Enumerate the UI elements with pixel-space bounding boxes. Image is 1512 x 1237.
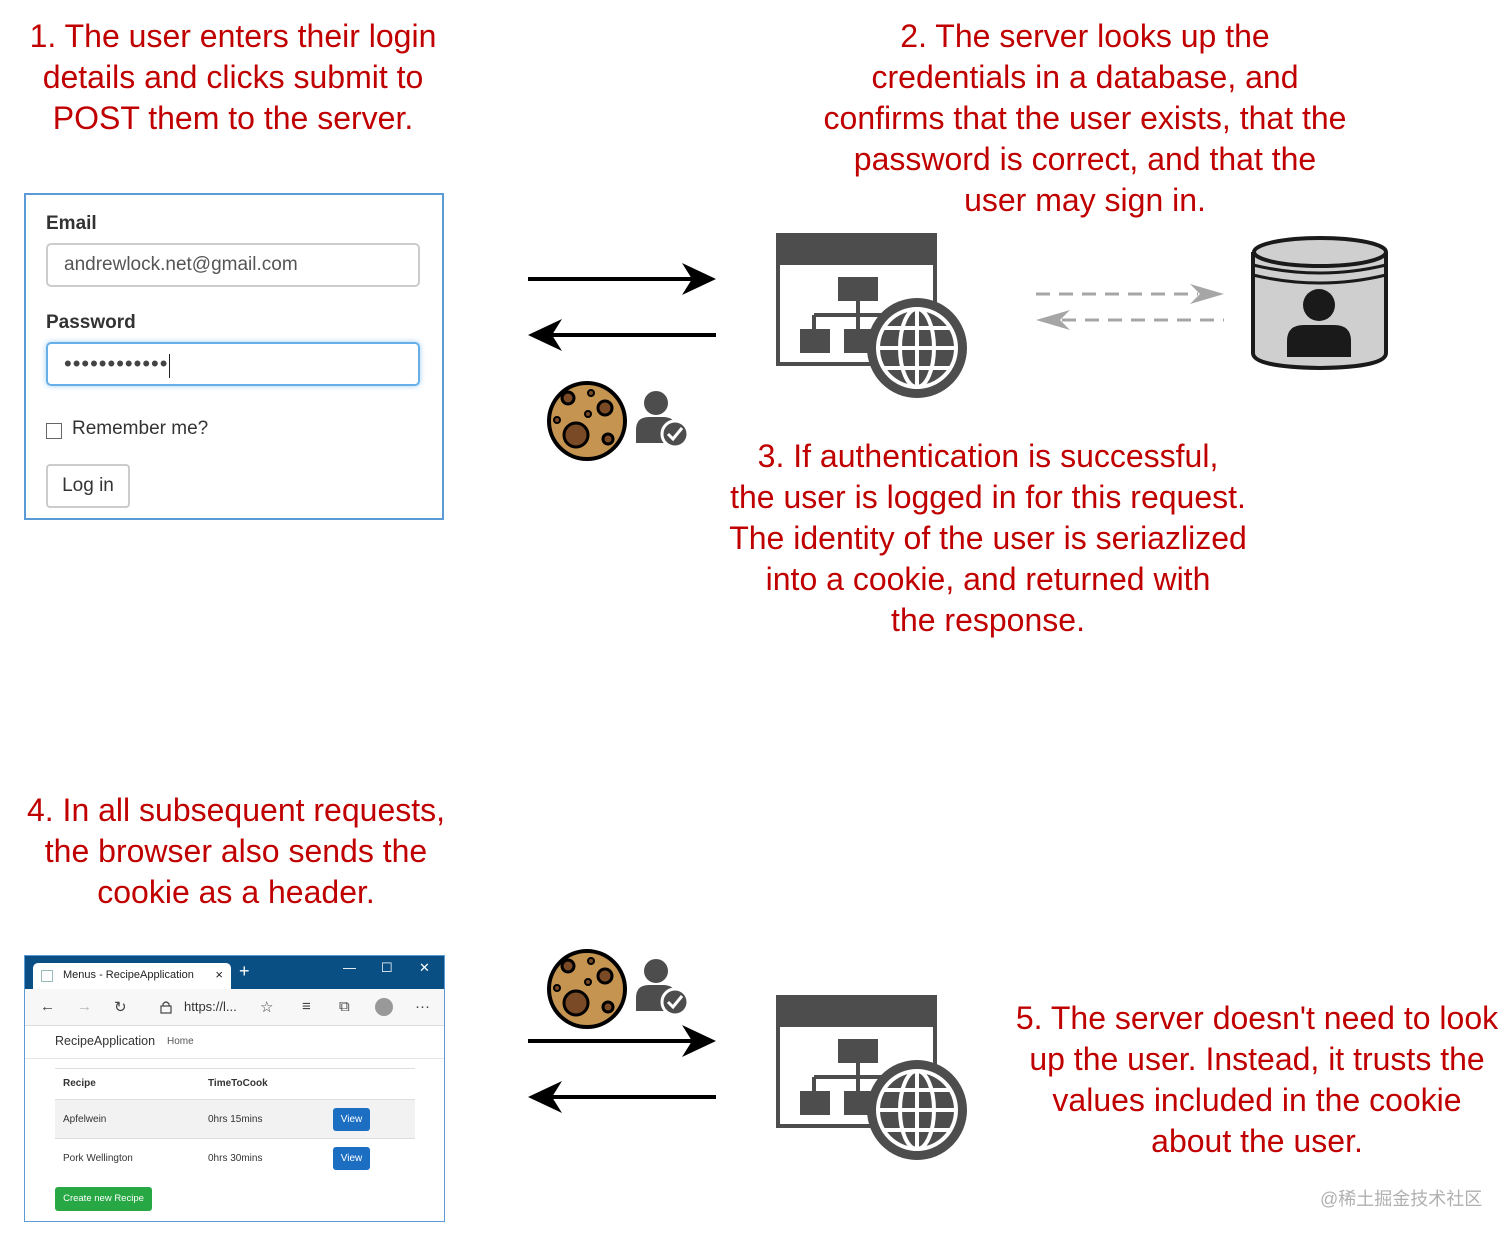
minimize-icon[interactable]: — xyxy=(343,960,356,975)
arrow-left-icon xyxy=(528,319,716,351)
database-lookup-arrows xyxy=(1036,284,1224,330)
tab-close-icon[interactable]: × xyxy=(215,967,223,982)
create-new-recipe-button[interactable]: Create new Recipe xyxy=(55,1187,152,1211)
refresh-icon[interactable]: ↻ xyxy=(114,999,127,1016)
url-text: https://l... xyxy=(184,999,237,1014)
header-time-to-cook: TimeToCook xyxy=(208,1078,268,1089)
forward-icon[interactable]: → xyxy=(77,998,92,1015)
profile-avatar-icon[interactable] xyxy=(375,998,393,1016)
login-form-panel: Email andrewlock.net@gmail.com Password … xyxy=(24,193,444,520)
cookie-icon xyxy=(547,949,627,1029)
table-header-row: Recipe TimeToCook xyxy=(55,1068,415,1101)
recipe-name: Pork Wellington xyxy=(63,1153,133,1164)
email-field[interactable]: andrewlock.net@gmail.com xyxy=(46,243,420,287)
lock-icon xyxy=(160,1001,172,1014)
arrow-left-icon xyxy=(528,1081,716,1113)
app-navbar: RecipeApplication Home xyxy=(25,1026,444,1059)
view-button[interactable]: View xyxy=(333,1108,370,1131)
back-icon[interactable]: ← xyxy=(40,998,55,1015)
database-user-icon xyxy=(1251,236,1388,371)
more-menu-icon[interactable]: ··· xyxy=(415,998,430,1015)
view-button[interactable]: View xyxy=(333,1147,370,1170)
watermark-text: @稀土掘金技术社区 xyxy=(1320,1189,1483,1209)
recipe-time: 0hrs 30mins xyxy=(208,1153,263,1164)
password-value: •••••••••••• xyxy=(64,351,169,376)
dashed-arrow-left-icon xyxy=(1036,310,1224,330)
user-check-icon xyxy=(636,391,690,449)
dashed-arrow-right-icon xyxy=(1036,284,1224,304)
request-response-arrows-bottom xyxy=(528,1025,716,1113)
recipe-time: 0hrs 15mins xyxy=(208,1114,263,1125)
table-row: Pork Wellington 0hrs 30mins View xyxy=(55,1139,415,1177)
remember-me-label: Remember me? xyxy=(72,418,209,439)
cookie-icon xyxy=(547,381,627,461)
collections-icon[interactable]: ⧉ xyxy=(339,998,350,1015)
step-3-text: 3. If authentication is successful, the … xyxy=(729,438,1247,638)
nav-home-link[interactable]: Home xyxy=(167,1036,194,1047)
browser-window: Menus - RecipeApplication × + — ☐ ✕ ← → … xyxy=(24,955,445,1222)
globe-icon xyxy=(867,298,967,398)
server-icon xyxy=(776,233,967,398)
request-response-arrows-top xyxy=(528,263,716,351)
browser-titlebar: Menus - RecipeApplication × + — ☐ ✕ xyxy=(25,956,444,989)
address-bar[interactable]: https://l... xyxy=(158,995,290,1019)
favorites-list-icon[interactable]: ≡ xyxy=(302,998,311,1015)
server-icon xyxy=(776,995,967,1160)
maximize-icon[interactable]: ☐ xyxy=(381,960,393,975)
step-5-text: 5. The server doesn't need to look up th… xyxy=(1015,1000,1499,1159)
table-row: Apfelwein 0hrs 15mins View xyxy=(55,1100,415,1139)
step-1-text: 1. The user enters their login details a… xyxy=(29,18,437,136)
new-tab-icon[interactable]: + xyxy=(239,961,250,981)
app-brand[interactable]: RecipeApplication xyxy=(55,1034,156,1048)
password-label: Password xyxy=(46,312,136,333)
log-in-button[interactable]: Log in xyxy=(46,464,130,508)
browser-tab[interactable]: Menus - RecipeApplication × xyxy=(33,963,231,989)
arrow-right-icon xyxy=(528,263,716,295)
step-2-text: 2. The server looks up the credentials i… xyxy=(823,18,1347,218)
tab-title: Menus - RecipeApplication xyxy=(63,969,194,981)
browser-toolbar: ← → ↻ https://l... ☆ ≡ ⧉ ··· xyxy=(25,989,444,1026)
globe-icon xyxy=(867,1060,967,1160)
page-icon xyxy=(41,970,53,982)
close-window-icon[interactable]: ✕ xyxy=(419,960,430,975)
remember-me-checkbox[interactable] xyxy=(46,423,62,439)
recipe-name: Apfelwein xyxy=(63,1114,107,1125)
arrow-right-icon xyxy=(528,1025,716,1057)
user-check-icon xyxy=(636,959,690,1017)
password-field[interactable]: •••••••••••• xyxy=(46,342,420,386)
favorite-star-icon[interactable]: ☆ xyxy=(260,999,274,1016)
text-caret xyxy=(169,353,171,378)
email-label: Email xyxy=(46,213,97,234)
step-4-text: 4. In all subsequent requests, the brows… xyxy=(26,792,446,910)
header-recipe: Recipe xyxy=(63,1078,96,1089)
